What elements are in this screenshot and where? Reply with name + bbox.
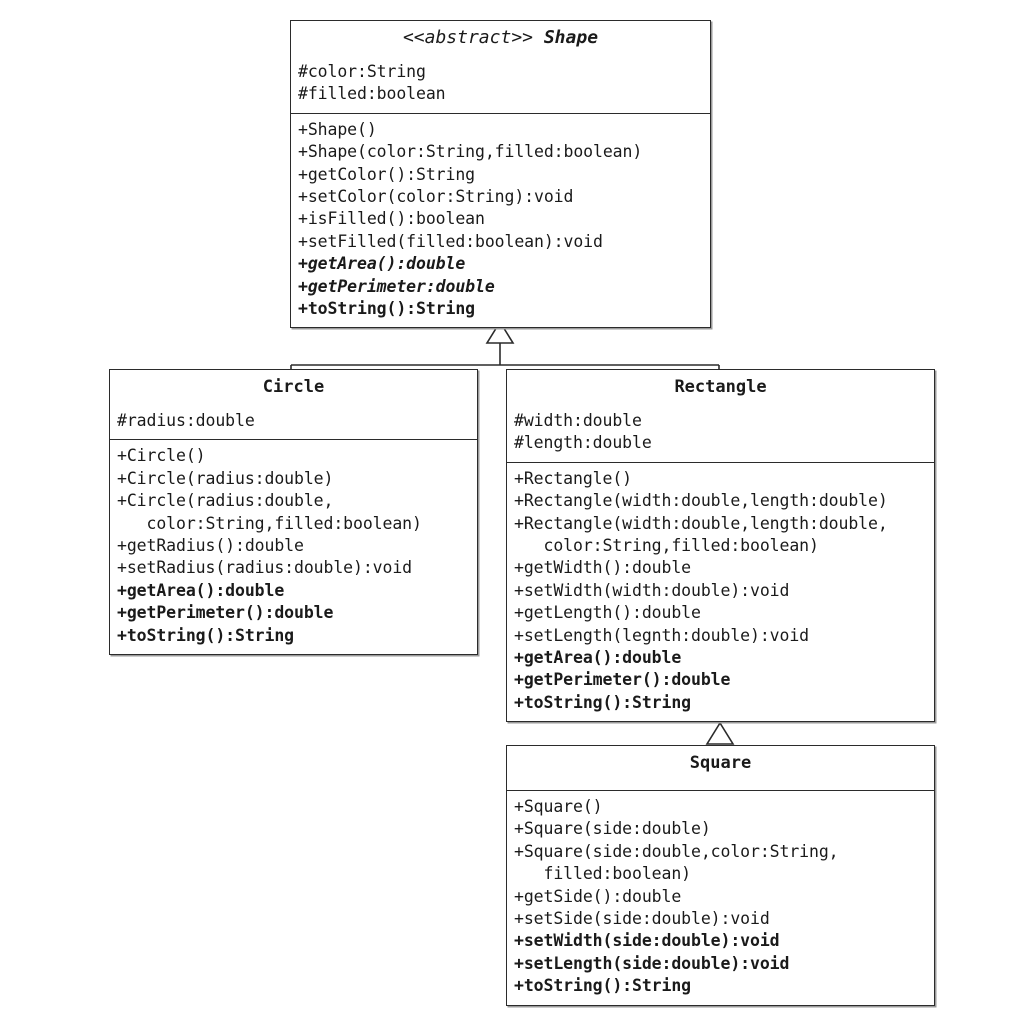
class-member: +Rectangle(width:double,length:double, xyxy=(514,513,888,533)
class-member: #color:String xyxy=(298,62,426,81)
class-member: +Rectangle(width:double,length:double) xyxy=(514,491,888,511)
class-member: +Circle(radius:double, xyxy=(117,491,334,511)
class-member: +setFilled(filled:boolean):void xyxy=(298,231,603,251)
attributes-compartment-shape: #color:String #filled:boolean xyxy=(291,56,710,113)
class-member: +getSide():double xyxy=(514,886,682,906)
attributes-compartment-circle: #radius:double xyxy=(110,405,477,439)
class-name-rectangle: Rectangle xyxy=(674,377,767,397)
class-name-square: Square xyxy=(689,753,752,773)
class-member: #radius:double xyxy=(117,411,255,430)
class-member: +getColor():String xyxy=(298,164,476,184)
attributes-compartment-square xyxy=(507,781,934,790)
class-member: +toString():String xyxy=(298,299,476,319)
class-member: +Shape(color:String,filled:boolean) xyxy=(298,142,643,162)
class-member: +setColor(color:String):void xyxy=(298,187,574,207)
class-member: +toString():String xyxy=(117,625,295,645)
methods-compartment-circle: +Circle()+Circle(radius:double) +Circle(r… xyxy=(110,439,477,654)
class-member: +getArea():double xyxy=(117,580,285,600)
class-member: #filled:boolean xyxy=(298,84,446,104)
generalization-arrowhead-rectangle xyxy=(705,721,735,745)
class-member: +toString():String xyxy=(514,692,692,712)
class-member: +setLength(side:double):void xyxy=(514,953,790,973)
class-member: +setLength(legnth:double):void xyxy=(514,625,810,645)
class-member: +getPerimeter():double xyxy=(117,603,334,623)
class-title-square: Square xyxy=(507,746,934,781)
class-box-rectangle[interactable]: Rectangle #width:double #length:double +R… xyxy=(506,369,935,723)
class-member: +Rectangle() xyxy=(514,468,633,488)
class-member: +Shape() xyxy=(298,119,377,139)
class-box-square[interactable]: Square +Square() +Square(side:double)+Squ… xyxy=(506,745,935,1006)
class-member: +getArea():double xyxy=(514,648,682,668)
class-member: +getWidth():double xyxy=(514,558,692,578)
methods-compartment-square: +Square() +Square(side:double)+Square(sid… xyxy=(507,790,934,1005)
class-member: +isFilled():boolean xyxy=(298,209,485,229)
class-name-circle: Circle xyxy=(262,377,325,397)
class-member: color:String,filled:boolean) xyxy=(117,513,422,533)
class-member: +toString():String xyxy=(514,976,692,996)
class-member: +setWidth(width:double):void xyxy=(514,580,790,600)
class-member: +setRadius(radius:double):void xyxy=(117,558,413,578)
class-member: filled:boolean) xyxy=(514,864,692,884)
class-member: +setWidth(side:double):void xyxy=(514,931,780,951)
methods-compartment-rectangle: +Rectangle() +Rectangle(width:double,leng… xyxy=(507,461,934,721)
class-box-shape[interactable]: <<abstract>> Shape #color:String #filled:… xyxy=(290,20,711,329)
class-name-shape: Shape xyxy=(543,27,599,48)
class-member: +getLength():double xyxy=(514,603,701,623)
class-member: +Circle() xyxy=(117,446,206,466)
class-member: +Square(side:double,color:String, xyxy=(514,841,839,861)
class-member: +setSide(side:double):void xyxy=(514,909,770,929)
class-box-circle[interactable]: Circle #radius:double +Circle()+Circle(r… xyxy=(109,369,478,656)
class-member: +getRadius():double xyxy=(117,536,304,556)
class-title-rectangle: Rectangle xyxy=(507,370,934,405)
class-title-circle: Circle xyxy=(110,370,477,405)
class-member: +getArea():double xyxy=(298,254,466,274)
attributes-compartment-rectangle: #width:double #length:double xyxy=(507,405,934,462)
class-member: color:String,filled:boolean) xyxy=(514,536,819,556)
class-member: +getPerimeter():double xyxy=(514,670,731,690)
methods-compartment-shape: +Shape() +Shape(color:String,filled:boole… xyxy=(291,112,710,328)
class-member: #width:double xyxy=(514,411,642,430)
class-member: +Square(side:double) xyxy=(514,819,711,839)
class-member: +Circle(radius:double) xyxy=(117,468,334,488)
class-title-shape: <<abstract>> Shape xyxy=(291,21,710,56)
class-member: +Square() xyxy=(514,797,603,816)
class-member: #length:double xyxy=(514,433,652,453)
class-stereotype-shape: <<abstract>> xyxy=(402,27,533,48)
class-member: +getPerimeter:double xyxy=(298,276,495,296)
